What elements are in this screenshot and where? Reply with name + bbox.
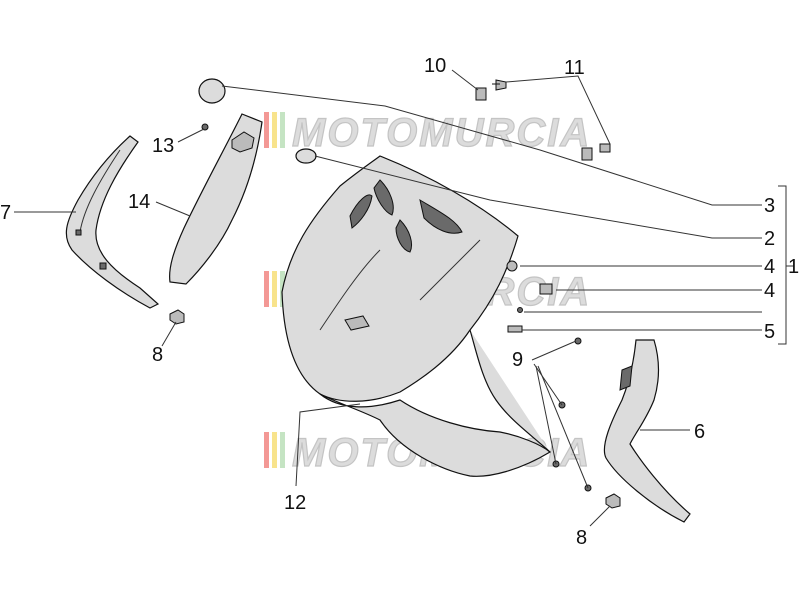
part-6-right-trim bbox=[603, 339, 691, 523]
label-5: 5 bbox=[764, 321, 775, 343]
label-9: 9 bbox=[512, 349, 523, 371]
part-8-grommet-left-icon bbox=[169, 309, 185, 325]
label-3: 3 bbox=[764, 195, 775, 217]
part-2-cap bbox=[295, 148, 317, 164]
label-7: 7 bbox=[0, 202, 11, 224]
part-13-screw-icon bbox=[201, 123, 209, 131]
label-8-left: 8 bbox=[152, 344, 163, 366]
label-2: 2 bbox=[764, 228, 775, 250]
leader-lines bbox=[14, 69, 794, 527]
label-12: 12 bbox=[284, 492, 306, 514]
part-7-left-trim bbox=[65, 135, 160, 309]
part-11-screw-icon bbox=[599, 143, 611, 153]
label-10: 10 bbox=[424, 55, 446, 77]
part-11-clip-icon bbox=[581, 147, 593, 161]
label-4-upper: 4 bbox=[764, 256, 775, 278]
part-4-clip-icon bbox=[539, 283, 553, 295]
part-4-nut-icon bbox=[506, 260, 518, 272]
part-8-grommet-right-icon bbox=[605, 493, 621, 509]
part-10-clip-icon bbox=[475, 87, 487, 101]
part-1-dot-icon bbox=[517, 307, 523, 313]
watermark-top: MOTOMURCIA bbox=[264, 110, 591, 156]
label-4-lower: 4 bbox=[764, 280, 775, 302]
part-14-strip bbox=[169, 113, 263, 285]
label-11: 11 bbox=[564, 57, 585, 79]
label-14: 14 bbox=[128, 191, 150, 213]
watermark-text-top: MOTOMURCIA bbox=[292, 111, 591, 155]
part-3-cap bbox=[198, 78, 226, 104]
label-6: 6 bbox=[694, 421, 705, 443]
part-11-screw-top-icon bbox=[492, 79, 507, 91]
part-5-screw-icon bbox=[507, 325, 523, 333]
label-1: 1 bbox=[788, 256, 799, 278]
label-13: 13 bbox=[152, 135, 174, 157]
hardware bbox=[169, 79, 621, 509]
label-8-right: 8 bbox=[576, 527, 587, 549]
front-shield bbox=[281, 155, 552, 477]
